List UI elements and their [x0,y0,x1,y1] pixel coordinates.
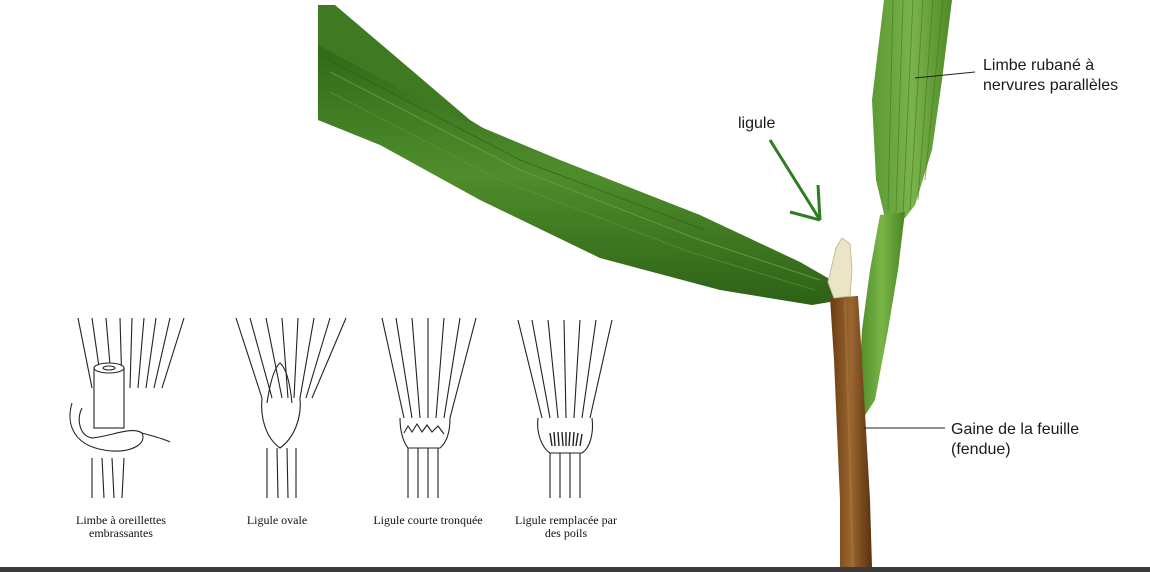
upper-leaf-blade [318,5,560,178]
drawing-oreillettes [69,317,185,499]
drawing-poils [517,319,613,498]
main-leaf-blade [318,45,842,305]
gaine-label: Gaine de la feuille (fendue) [951,421,1080,458]
caption-ovale: Ligule ovale [246,513,308,527]
caption-tronquee: Ligule courte tronquée [373,513,483,527]
bottom-border [0,567,1150,572]
drawing-tronquee [381,317,477,498]
ligule-types-inset: Limbe à oreillettes embrassantes Ligule … [52,308,636,546]
ligule-label: ligule [738,115,776,132]
ligule-arrow [768,139,822,221]
ligule-membrane [827,237,853,299]
limbe-leader-line [914,71,976,79]
leaf-sheath [830,296,872,567]
caption-poils: Ligule remplacée par des poils [515,513,617,540]
inset-drawings [69,317,613,499]
limbe-label: Limbe rubané à nervures parallèles [983,57,1119,94]
drawing-ovale [235,317,347,499]
caption-oreillettes: Limbe à oreillettes embrassantes [76,513,166,540]
stem [858,212,905,420]
